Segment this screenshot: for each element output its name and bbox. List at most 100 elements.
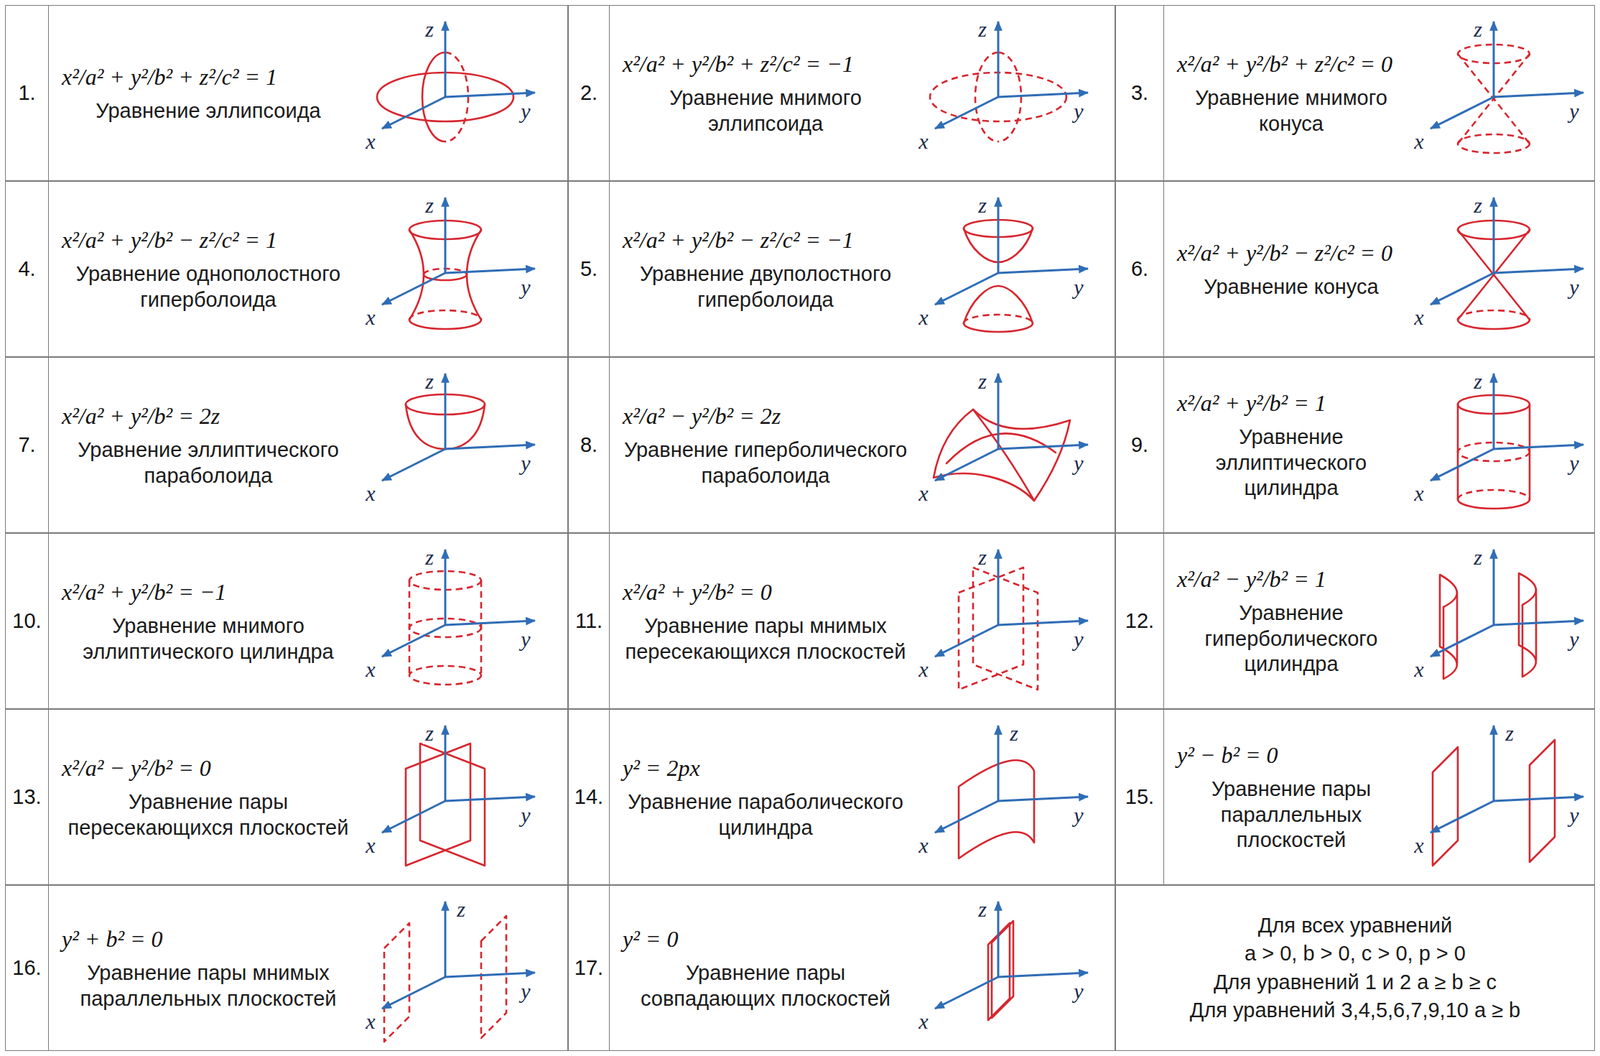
- surface-name: Уравнение эллипсоида: [57, 98, 360, 124]
- imaginary-parallel-planes-figure: [382, 901, 536, 1042]
- cell-content: x²/a² + y²/b² + z²/c² = −1Уравнение мним…: [618, 5, 913, 181]
- surface-name: Уравнение гиперболического параболоида: [618, 437, 913, 489]
- cell-content: y² + b² = 0Уравнение пары мнимых паралле…: [57, 885, 360, 1050]
- surface-name: Уравнение двуполостного гиперболоида: [618, 261, 913, 313]
- axis-label: x: [363, 658, 378, 681]
- number-column: 17.: [568, 885, 610, 1050]
- row-number: 8.: [580, 433, 598, 457]
- surface-name: Уравнение однополостного гиперболоида: [57, 261, 360, 313]
- cell-content: x²/a² + y²/b² − z²/c² = −1Уравнение двуп…: [618, 181, 913, 357]
- ellipsoid-figure: [377, 21, 536, 142]
- cell-content: x²/a² + y²/b² = 2zУравнение эллиптическо…: [57, 357, 360, 533]
- table-cell: 1. x²/a² + y²/b² + z²/c² = 1Уравнение элл…: [5, 5, 569, 181]
- axis-label: y: [518, 276, 533, 299]
- cell-content: x²/a² + y²/b² = −1 Уравнение мнимого элли…: [57, 533, 360, 709]
- equation: x²/a² + y²/b² = −1: [61, 577, 227, 607]
- cell-content: x²/a² + y²/b² − z²/c² = 0Уравнение конус…: [1172, 181, 1410, 357]
- imaginary-ellipsoid-figure: [929, 21, 1088, 142]
- table-cell: 8. x²/a² − y²/b² = 2zУравнение гиперболич…: [568, 356, 1116, 533]
- text-stack: x²/a² + y²/b² = 0 Уравнение пары мнимых п…: [618, 577, 913, 665]
- surface-name: Уравнение пары совпадающих плоскостей: [618, 960, 913, 1012]
- axis-label: z: [1471, 18, 1485, 41]
- number-column: 2.: [568, 5, 610, 181]
- axis-label: x: [363, 482, 378, 505]
- row-number: 12.: [1125, 608, 1155, 633]
- axis-label: y: [1566, 100, 1581, 123]
- table-cell: 7. x²/a² + y²/b² = 2zУравнение эллиптичес…: [5, 356, 569, 533]
- cell-content: x²/a² + y²/b² − z²/c² = 1Уравнение одноп…: [57, 181, 360, 357]
- axis-label: y: [518, 804, 533, 826]
- cell-content: x²/a² − y²/b² = 0Уравнение пары пересека…: [57, 709, 360, 885]
- axis-label: y: [1071, 452, 1086, 474]
- table-cell: 5.x²/a² + y²/b² − z²/c² = −1Уравнение дв…: [568, 180, 1116, 357]
- row-number: 10.: [12, 608, 41, 633]
- table-cell: 17.y² = 0Уравнение пары совпадающих плос…: [568, 884, 1116, 1051]
- cell-content: x²/a² + y²/b² + z²/c² = 1Уравнение эллип…: [57, 5, 360, 181]
- number-column: 9.: [1115, 357, 1165, 533]
- hyperbolic-paraboloid-figure: [933, 373, 1088, 501]
- note-text: a > 0, b > 0, c > 0, p > 0: [1244, 939, 1466, 968]
- table-cell: 11.x²/a² + y²/b² = 0Уравнение пары мнимы…: [568, 532, 1116, 709]
- imaginary-intersecting-planes-figure: [935, 549, 1088, 690]
- axis-label: x: [1411, 834, 1426, 857]
- row-number: 17.: [574, 955, 604, 980]
- imaginary-elliptic-cylinder-figure: [382, 549, 536, 685]
- surface-name: Уравнение мнимого эллиптического цилиндр…: [57, 613, 360, 665]
- row-number: 2.: [580, 81, 598, 105]
- row-number: 4.: [17, 257, 36, 281]
- number-column: 4.: [5, 181, 49, 357]
- equation: x²/a² + y²/b² − z²/c² = 0: [1177, 238, 1393, 268]
- cell-content: x²/a² + y²/b² = 1Уравнение эллиптическог…: [1172, 357, 1410, 533]
- text-stack: x²/a² + y²/b² + z²/c² = 1Уравнение эллип…: [57, 62, 360, 124]
- axis-label: y: [1071, 100, 1086, 123]
- cell-content: x²/a² − y²/b² = 1 Уравнение гиперболическ…: [1172, 533, 1410, 709]
- cell-content: x²/a² − y²/b² = 2zУравнение гиперболичес…: [618, 357, 913, 533]
- equation: x²/a² − y²/b² = 1: [1177, 564, 1327, 594]
- row-number: 1.: [17, 81, 36, 105]
- axis-label: z: [975, 370, 989, 393]
- axis-label: x: [916, 130, 930, 153]
- table-cell: 12. x²/a² − y²/b² = 1 Уравнение гиперболич…: [1115, 532, 1595, 709]
- table-cell: 3.x²/a² + y²/b² + z²/c² = 0Уравнение мни…: [1115, 5, 1595, 181]
- axis-label: y: [1071, 628, 1086, 650]
- axis-label: y: [1566, 452, 1581, 474]
- note-block: Для всех уравненийa > 0, b > 0, c > 0, p…: [1115, 885, 1595, 1050]
- axis-label: z: [422, 18, 436, 41]
- imaginary-cone-figure: [1430, 21, 1584, 153]
- axis-label: x: [1411, 130, 1426, 153]
- axis-label: x: [363, 306, 378, 329]
- axis-label: x: [916, 834, 930, 857]
- axis-label: z: [422, 722, 436, 744]
- cell-content: x²/a² + y²/b² + z²/c² = 0Уравнение мнимо…: [1172, 5, 1410, 181]
- elliptic-paraboloid-figure: [382, 373, 536, 481]
- axis-label: z: [422, 194, 436, 217]
- equation: x²/a² + y²/b² = 0: [622, 577, 772, 607]
- row-number: 9.: [1131, 433, 1149, 457]
- axis-label: z: [975, 898, 989, 920]
- surface-name: Уравнение пары пересекающихся плоскостей: [57, 789, 360, 841]
- note-text: Для всех уравнений: [1258, 911, 1453, 940]
- number-column: 10.: [5, 533, 49, 709]
- axis-label: x: [916, 306, 930, 329]
- text-stack: x²/a² + y²/b² + z²/c² = −1Уравнение мним…: [618, 49, 913, 137]
- surface-name: Уравнение пары мнимых пересекающихся пло…: [618, 613, 913, 665]
- number-column: 14.: [568, 709, 610, 885]
- axis-label: y: [1566, 804, 1581, 826]
- axis-label: z: [1503, 722, 1516, 744]
- table-cell: 9. x²/a² + y²/b² = 1Уравнение эллиптическ…: [1115, 356, 1595, 533]
- axis-label: y: [1071, 980, 1086, 1002]
- text-stack: x²/a² − y²/b² = 0Уравнение пары пересека…: [57, 753, 360, 841]
- text-stack: y² + b² = 0Уравнение пары мнимых паралле…: [57, 924, 360, 1012]
- number-column: 16.: [5, 885, 49, 1050]
- table-cell: 10. x²/a² + y²/b² = −1 Уравнение мнимого э…: [5, 532, 569, 709]
- row-number: 7.: [17, 433, 36, 457]
- number-column: 13.: [5, 709, 49, 885]
- surface-name: Уравнение пары параллельных плоскостей: [1172, 776, 1410, 853]
- surface-name: Уравнение мнимого эллипсоида: [618, 85, 913, 137]
- coinciding-planes-figure: [935, 901, 1088, 1020]
- text-stack: x²/a² + y²/b² − z²/c² = −1Уравнение двуп…: [618, 225, 913, 313]
- surface-name: Уравнение гиперболического цилиндра: [1172, 600, 1410, 677]
- one-sheet-hyperboloid-figure: [382, 197, 536, 329]
- axis-label: y: [518, 628, 533, 650]
- axis-label: x: [363, 834, 378, 857]
